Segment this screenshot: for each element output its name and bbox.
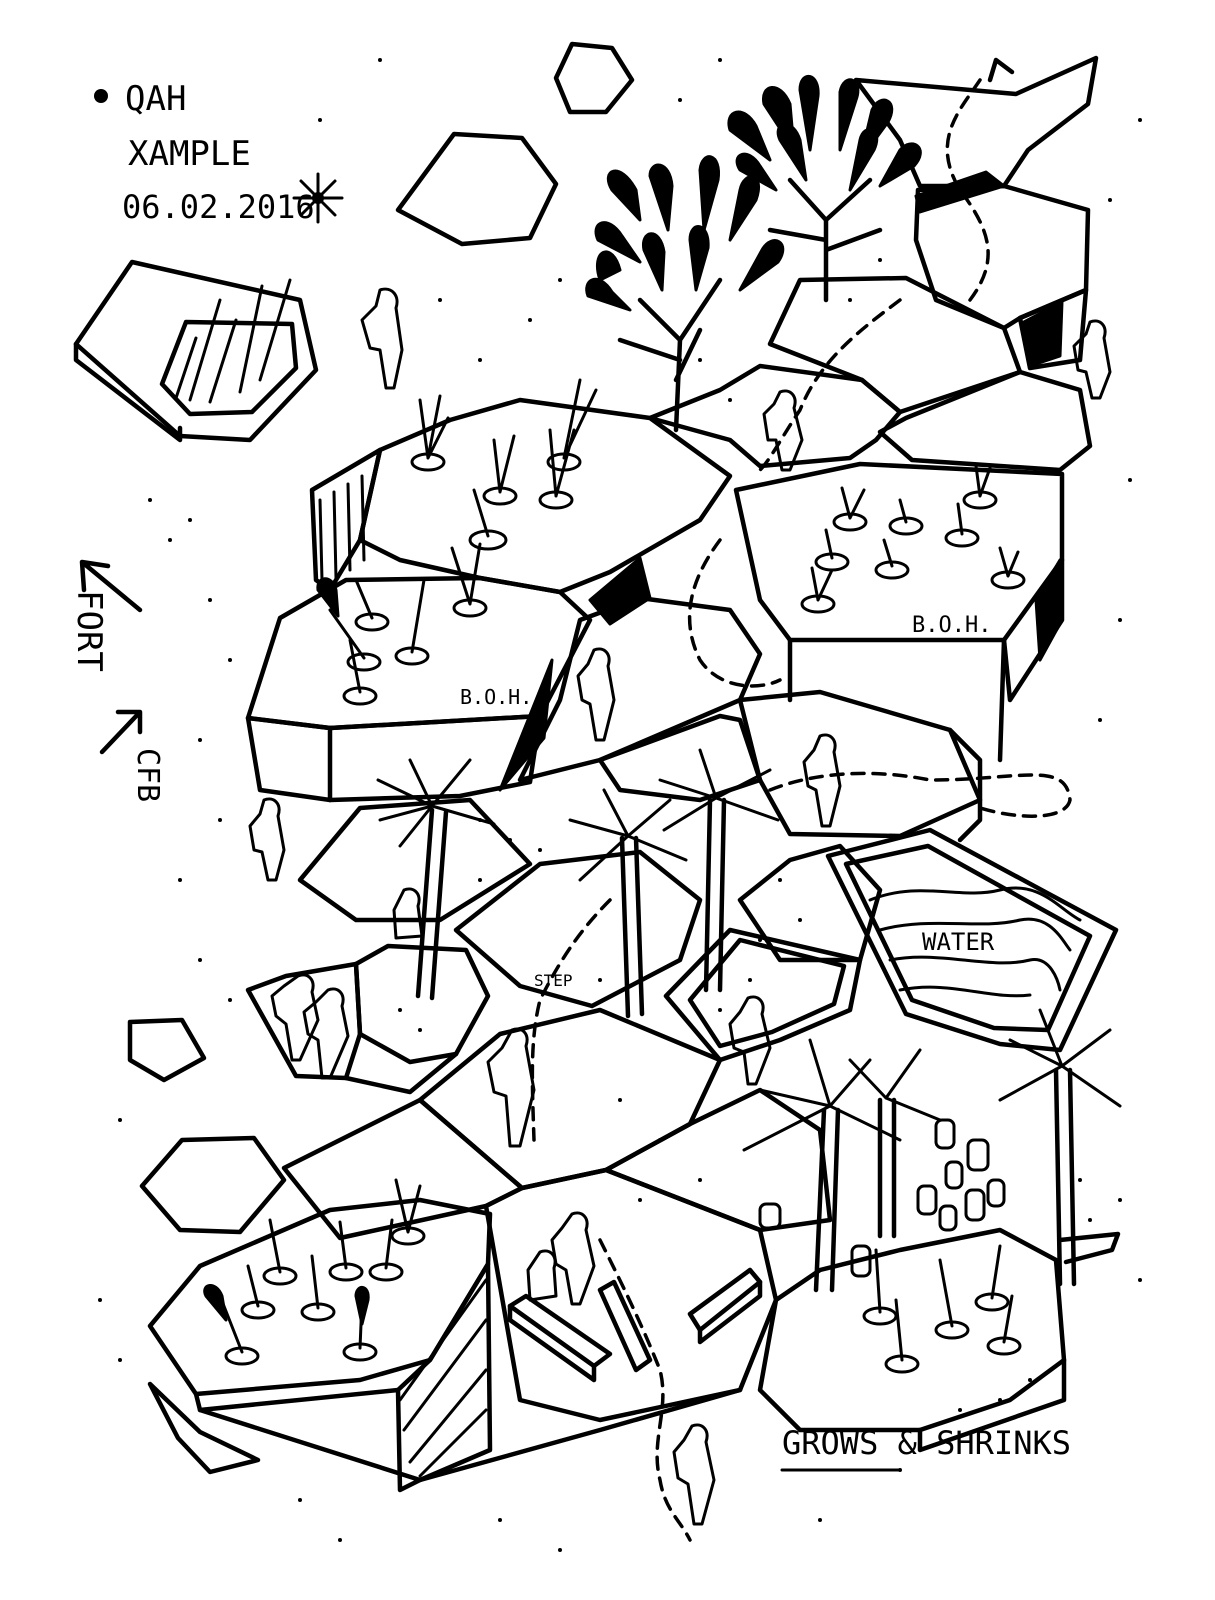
person-2 [762,389,804,472]
caption-text: GROWS & SHRINKS [782,1424,1071,1462]
sketch-notes: QAH XAMPLE 06.02.2016 [94,79,344,226]
person-3 [1072,319,1112,400]
palm-center [568,788,688,1019]
palm-lower-1 [742,1038,902,1293]
palm-left [376,758,496,1001]
note-date: 06.02.2016 [122,188,315,226]
zone-labels: B.O.H. B.O.H. WATER STEP [460,613,995,990]
person-11 [728,995,772,1086]
dark-tree-left [585,155,785,433]
person-13 [526,1249,558,1302]
person-10 [486,1027,536,1148]
person-7 [392,887,424,940]
caption: GROWS & SHRINKS [780,1424,1071,1472]
palm-right-upper [658,748,780,993]
note-line-2: XAMPLE [128,134,251,174]
stone-top-small [553,41,635,115]
bullet-dot [94,89,108,103]
palm-lower-3 [998,1008,1122,1287]
label-water: WATER [922,928,995,956]
stone-left-low [139,1135,287,1235]
label-cfb: CFB [130,748,165,802]
planting-pits [203,378,1026,1374]
palm-trees [376,748,1122,1293]
person-1 [360,287,404,390]
person-9 [302,987,350,1080]
person-14 [672,1423,716,1526]
snowflake-icon [292,172,344,224]
note-line-1: QAH [125,79,186,119]
benches [507,1267,763,1383]
person-12 [550,1211,596,1306]
person-8 [270,973,320,1062]
person-4 [576,647,616,742]
planter-island [73,259,319,443]
stone-bottom-left [147,1381,261,1475]
dark-tree-right [727,74,922,303]
hex-terrain [147,55,1121,1493]
stone-top-large [395,131,559,247]
label-boh-left: B.O.H. [460,685,532,709]
label-fort: FORT [69,590,109,672]
label-step: STEP [534,971,573,990]
palm-lower-2 [848,1048,942,1239]
label-boh-right: B.O.H. [912,613,991,638]
arrow-up-left-icon [79,559,143,613]
dark-trees [585,74,922,433]
floating-stones [127,41,635,1475]
side-labels: FORT CFB [69,559,165,802]
arrow-down-right-icon [99,709,143,755]
people [248,287,1112,1526]
person-6 [248,797,286,882]
person-5 [802,733,842,828]
stipple-texture [98,58,1142,1552]
stone-left-mid [127,1017,207,1083]
stools [758,1118,1006,1278]
